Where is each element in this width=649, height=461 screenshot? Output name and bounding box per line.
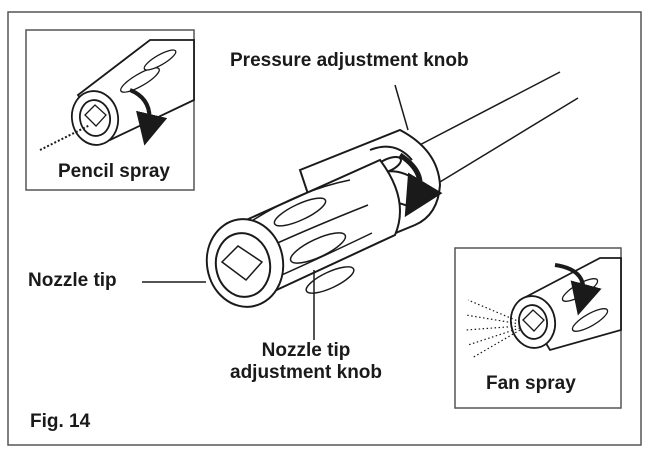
fan-spray-label: Fan spray (486, 373, 576, 394)
main-nozzle (205, 128, 442, 308)
pressure-leader-line (394, 84, 409, 131)
figure-number: Fig. 14 (30, 411, 91, 432)
figure-frame (7, 11, 642, 446)
fan-rotate-arrow-icon (554, 263, 602, 316)
nozzle-adjust-label: Nozzle tip adjustment knob (230, 340, 382, 384)
nozzle-tip-label: Nozzle tip (28, 270, 117, 291)
pencil-spray-jet-icon (39, 124, 91, 151)
pencil-spray-inset (25, 29, 195, 191)
fan-spray-inset (454, 247, 622, 409)
wand-shaft (409, 71, 579, 189)
pencil-rotate-arrow-icon (129, 88, 168, 146)
rotate-arrow-icon (398, 152, 443, 218)
pencil-spray-label: Pencil spray (58, 161, 170, 182)
pressure-knob-label: Pressure adjustment knob (230, 50, 469, 71)
nozzle-adjust-label-line1: Nozzle tip (261, 340, 351, 361)
fan-spray-jet-icon (465, 299, 521, 359)
nozzle-adjust-label-line2: adjustment knob (230, 362, 383, 383)
